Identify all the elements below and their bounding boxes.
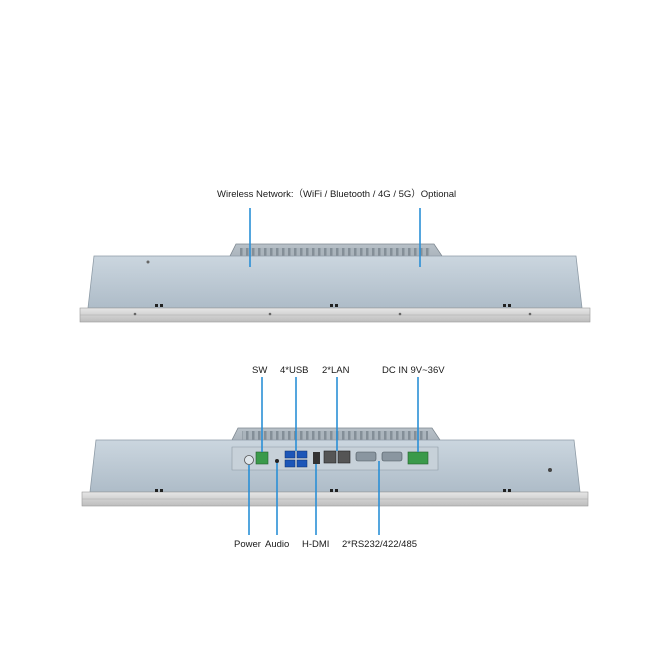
wireless-callout [249, 208, 421, 267]
usb-port-3 [296, 450, 308, 459]
rs-port-1 [355, 451, 377, 462]
bottom-panel [81, 377, 589, 535]
port-callouts [248, 377, 419, 535]
rs-port-2 [381, 451, 403, 462]
usb-port-4 [296, 459, 308, 468]
audio-jack [275, 459, 279, 463]
sw-label: SW [252, 365, 268, 376]
sw-terminal [255, 451, 269, 465]
dc-terminal [407, 451, 429, 465]
lan-port-1 [323, 450, 337, 464]
wireless-label: Wireless Network:（WiFi / Bluetooth / 4G … [217, 189, 457, 200]
usb-label: 4*USB [280, 365, 309, 376]
dc-label: DC IN 9V~36V [382, 365, 445, 376]
rs-label: 2*RS232/422/485 [342, 539, 418, 550]
lan-port-2 [337, 450, 351, 464]
lan-label: 2*LAN [322, 365, 350, 376]
hdmi-label: H-DMI [302, 539, 330, 550]
power-button-icon [244, 455, 254, 465]
audio-label: Audio [265, 539, 290, 550]
hdmi-port [313, 452, 320, 464]
power-label: Power [234, 539, 261, 550]
usb-port-1 [284, 450, 296, 459]
top-panel [79, 208, 591, 323]
usb-port-2 [284, 459, 296, 468]
